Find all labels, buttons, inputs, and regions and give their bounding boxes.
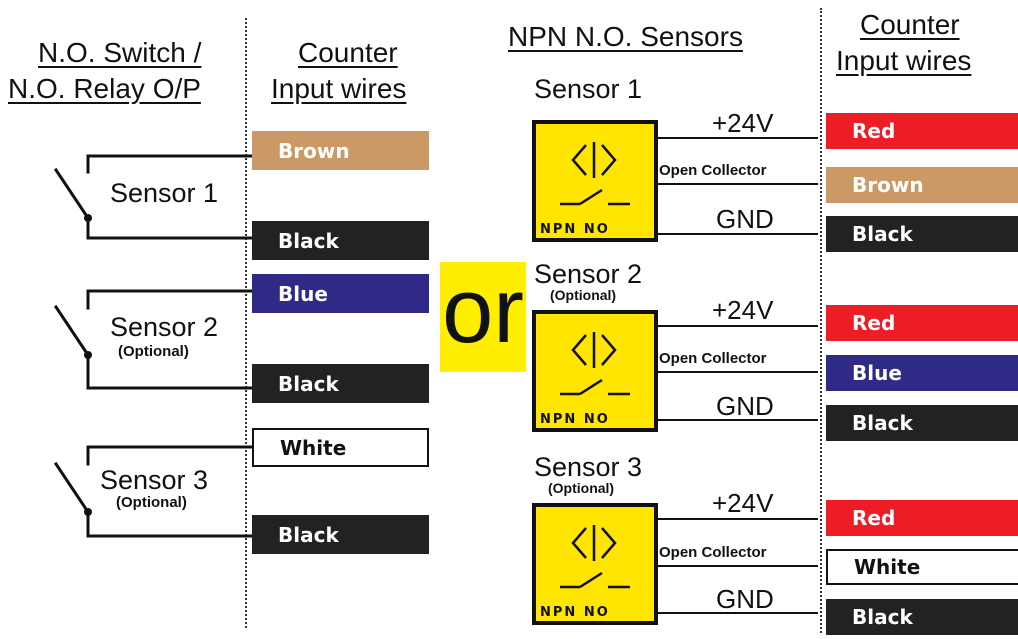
npn-sensor-3-body: NPN NO — [532, 503, 658, 625]
or-text: or — [442, 260, 524, 362]
left-sensor-2-label: Sensor 2 — [106, 312, 223, 343]
right-wire-black-1: Black — [826, 216, 1018, 252]
left-wire-black-1: Black — [252, 221, 429, 260]
npn-no-label: NPN NO — [540, 412, 610, 427]
right-divider — [820, 8, 822, 633]
terminal-gnd-3: GND — [716, 584, 774, 614]
terminal-gnd-1: GND — [716, 204, 774, 234]
right-wire-red-3: Red — [826, 500, 1018, 536]
left-divider — [245, 18, 247, 628]
npn-no-label: NPN NO — [540, 605, 610, 620]
terminal-collector-2: Open Collector — [659, 350, 767, 367]
left-sensor-1-label: Sensor 1 — [106, 178, 223, 209]
switch-heading-line1: N.O. Switch / — [38, 37, 202, 68]
npn-no-label: NPN NO — [540, 222, 610, 237]
left-wire-blue: Blue — [252, 274, 429, 313]
left-wire-black-2: Black — [252, 364, 429, 403]
left-sensor-3-label: Sensor 3 — [96, 465, 213, 496]
right-wire-red-1: Red — [826, 113, 1018, 149]
right-wire-black-3: Black — [826, 599, 1018, 635]
npn-sensor-1-body: NPN NO — [532, 120, 658, 242]
npn-sensor-3-sub: (Optional) — [548, 480, 615, 496]
left-wire-black-3: Black — [252, 515, 429, 554]
or-separator: or — [440, 262, 526, 372]
proximity-sensor-icon — [560, 142, 630, 206]
npn-sensor-1-label: Sensor 1 — [534, 74, 643, 104]
left-wire-brown: Brown — [252, 131, 429, 170]
left-wires-heading-line1: Counter — [298, 37, 398, 68]
terminal-plus24v-3: +24V — [712, 488, 774, 518]
switch-heading-line2: N.O. Relay O/P — [8, 73, 201, 104]
terminal-collector-3: Open Collector — [659, 544, 767, 561]
terminal-plus24v-2: +24V — [712, 295, 774, 325]
npn-sensor-2-body: NPN NO — [532, 310, 658, 432]
left-sensor-2-sub: (Optional) — [118, 343, 189, 360]
npn-sensor-3-label: Sensor 3 — [534, 452, 643, 482]
npn-sensors-heading: NPN N.O. Sensors — [508, 21, 743, 52]
left-wires-heading-line2: Input wires — [271, 73, 407, 104]
proximity-sensor-icon — [560, 332, 630, 396]
terminal-gnd-2: GND — [716, 391, 774, 421]
right-wire-blue: Blue — [826, 355, 1018, 391]
right-wires-heading-line1: Counter — [860, 9, 960, 40]
left-wire-white: White — [252, 428, 429, 467]
proximity-sensor-icon — [560, 525, 630, 589]
right-wires-heading-line2: Input wires — [836, 45, 972, 76]
terminal-plus24v-1: +24V — [712, 108, 774, 138]
npn-sensor-2-sub: (Optional) — [550, 287, 617, 303]
terminal-collector-1: Open Collector — [659, 162, 767, 179]
npn-sensor-2-label: Sensor 2 — [534, 259, 643, 289]
right-wire-white: White — [826, 549, 1018, 585]
right-wire-black-2: Black — [826, 405, 1018, 441]
left-sensor-3-sub: (Optional) — [116, 494, 187, 511]
right-wire-brown: Brown — [826, 167, 1018, 203]
right-wire-red-2: Red — [826, 305, 1018, 341]
